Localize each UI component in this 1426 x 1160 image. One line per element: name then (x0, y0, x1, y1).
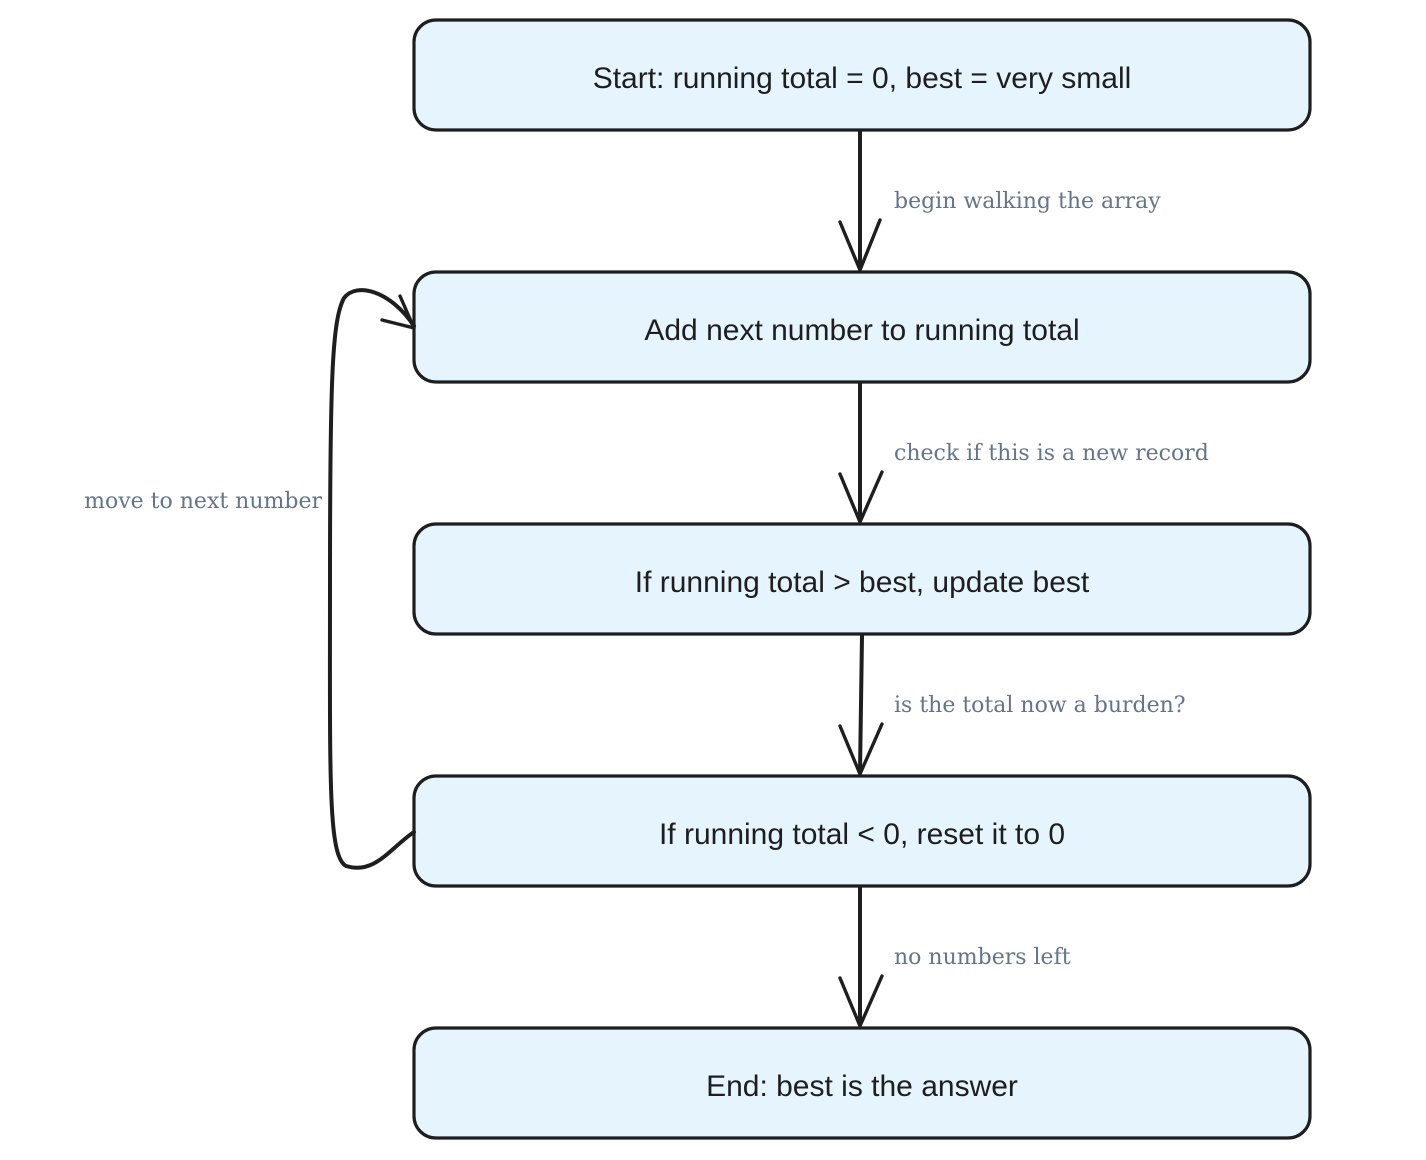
node-check[interactable]: If running total > best, update best (412, 522, 1312, 636)
arrowhead-icon (838, 722, 884, 776)
node-start-box (412, 18, 1312, 132)
arrowhead-icon (380, 294, 416, 330)
edge-add-to-check: check if this is a new record (838, 382, 1209, 524)
node-check-box (412, 522, 1312, 636)
node-end[interactable]: End: best is the answer (412, 1026, 1312, 1140)
edge-start-to-add: begin walking the array (838, 130, 1161, 272)
node-check-label: If running total > best, update best (635, 566, 1090, 599)
node-end-box (412, 1026, 1312, 1140)
node-reset-label: If running total < 0, reset it to 0 (659, 818, 1065, 851)
arrowhead-icon (838, 974, 884, 1028)
edge-check-to-reset: is the total now a burden? (838, 634, 1186, 776)
edge-check-to-reset-line (858, 634, 864, 774)
node-reset[interactable]: If running total < 0, reset it to 0 (412, 774, 1312, 888)
edge-start-to-add-label: begin walking the array (894, 189, 1161, 214)
node-add[interactable]: Add next number to running total (412, 270, 1312, 384)
edge-reset-to-end-label: no numbers left (894, 945, 1071, 970)
edge-check-to-reset-label: is the total now a burden? (894, 693, 1186, 718)
node-start-label: Start: running total = 0, best = very sm… (593, 62, 1132, 95)
edge-reset-to-end: no numbers left (838, 886, 1071, 1028)
node-start[interactable]: Start: running total = 0, best = very sm… (412, 18, 1312, 132)
edge-add-to-check-label: check if this is a new record (894, 441, 1209, 466)
edge-reset-to-add-label: move to next number (84, 489, 322, 514)
node-add-label: Add next number to running total (644, 314, 1079, 347)
edge-reset-to-add-loop: move to next number (84, 288, 416, 870)
edge-reset-to-add-line (327, 288, 416, 870)
arrowhead-icon (838, 470, 884, 524)
node-end-label: End: best is the answer (706, 1070, 1018, 1103)
arrowhead-icon (838, 218, 882, 272)
